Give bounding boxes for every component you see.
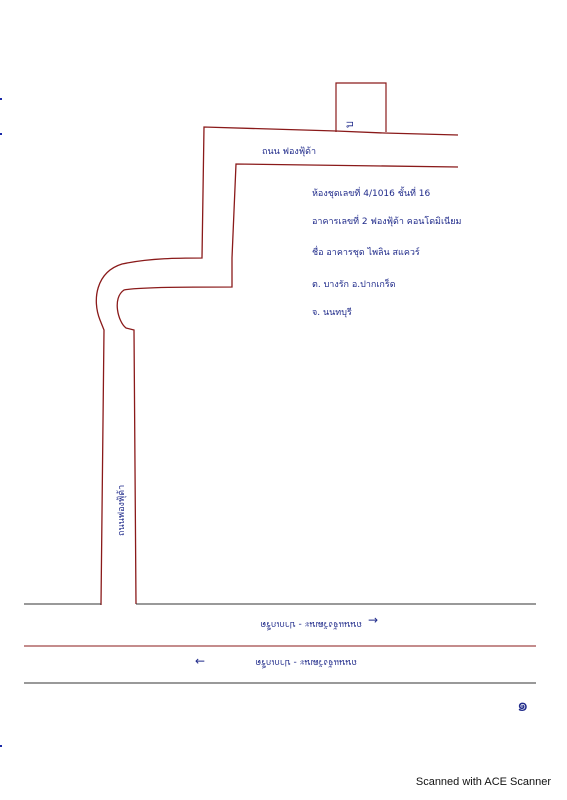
note-line: ห้องชุดเลขที่ 4/1016 ชั้นที่ 16 bbox=[312, 186, 431, 199]
scan-edge-mark bbox=[0, 98, 2, 100]
highway-lower-label: ถนนแจ้งวัฒนะ - ปากเกร็ด bbox=[255, 657, 357, 670]
scanner-watermark: Scanned with ACE Scanner bbox=[415, 776, 551, 788]
note-line: จ. นนทบุรี bbox=[312, 307, 352, 318]
arrow-left-icon: ← bbox=[195, 654, 205, 668]
scan-edge-mark bbox=[0, 133, 2, 135]
building-label: บ bbox=[343, 121, 356, 128]
note-line: ชื่อ อาคารชุด ไพลิน สแควร์ bbox=[312, 245, 420, 258]
road-left-label: ถนนฟองฟุ้ด้า bbox=[116, 485, 127, 536]
road-inner-boundary bbox=[116, 163, 459, 605]
building-outline bbox=[335, 82, 387, 132]
highway-upper-label: ถนนแจ้งวัฒนะ - ปากเกร็ด bbox=[260, 619, 362, 632]
arrow-right-icon: → bbox=[368, 613, 378, 627]
road-top-label: ถนน ฟองฟุ้ด้า bbox=[262, 146, 316, 157]
note-line: อาคารเลขที่ 2 ฟองฟุ้ด้า คอนโดมิเนียม bbox=[312, 214, 461, 227]
page-number-mark: ๑ bbox=[517, 695, 528, 716]
note-line: ต. บางรัก อ.ปากเกร็ด bbox=[312, 277, 396, 290]
road-outer-boundary bbox=[95, 126, 459, 606]
scan-edge-mark bbox=[0, 745, 2, 747]
property-note: ห้องชุดเลขที่ 4/1016 ชั้นที่ 16 อาคารเลข… bbox=[312, 186, 461, 318]
